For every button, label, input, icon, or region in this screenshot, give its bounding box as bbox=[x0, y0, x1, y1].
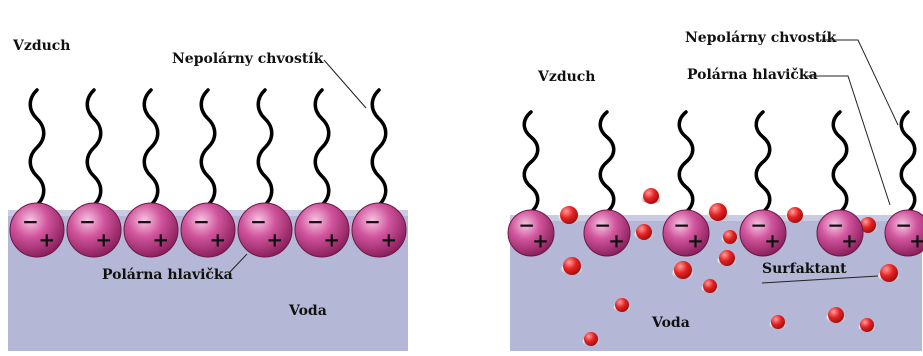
negative-charge-icon: − bbox=[22, 210, 39, 234]
positive-charge-icon: + bbox=[38, 228, 55, 252]
negative-charge-icon: − bbox=[193, 210, 210, 234]
left-surfactant-head: −+ bbox=[238, 203, 292, 257]
right-water-label: Voda bbox=[651, 315, 690, 331]
right-head-label: Polárna hlavička bbox=[687, 67, 818, 83]
positive-charge-icon: + bbox=[152, 228, 169, 252]
negative-charge-icon: − bbox=[307, 210, 324, 234]
positive-charge-icon: + bbox=[266, 228, 283, 252]
left-surfactant-head: −+ bbox=[295, 203, 349, 257]
positive-charge-icon: + bbox=[909, 228, 923, 252]
left-air-label: Vzduch bbox=[12, 38, 70, 54]
positive-charge-icon: + bbox=[532, 228, 549, 252]
positive-charge-icon: + bbox=[323, 228, 340, 252]
negative-charge-icon: − bbox=[136, 210, 153, 234]
right-surfactant-head: −+ bbox=[508, 210, 554, 256]
right-tail-label: Nepolárny chvostík bbox=[685, 30, 837, 46]
right-surfactant-label: Surfaktant bbox=[762, 261, 847, 277]
positive-charge-icon: + bbox=[95, 228, 112, 252]
left-surfactant-head: −+ bbox=[10, 203, 64, 257]
negative-charge-icon: − bbox=[79, 210, 96, 234]
positive-charge-icon: + bbox=[687, 228, 704, 252]
right-surfactant-head: −+ bbox=[584, 210, 630, 256]
right-panel: −+−+−+−+−+−+ Nepolárny chvostík Vzduch P… bbox=[508, 22, 923, 351]
right-surfactant-head: −+ bbox=[663, 210, 709, 256]
negative-charge-icon: − bbox=[364, 210, 381, 234]
left-panel: −+−+−+−+−+−+−+ Vzduch Nepolárny chvostík… bbox=[8, 8, 408, 351]
left-surfactant-head: −+ bbox=[352, 203, 406, 257]
left-surfactant-head: −+ bbox=[67, 203, 121, 257]
left-tail-label: Nepolárny chvostík bbox=[172, 51, 324, 67]
positive-charge-icon: + bbox=[209, 228, 226, 252]
left-water-label: Voda bbox=[288, 303, 327, 319]
left-surfactant-head: −+ bbox=[124, 203, 178, 257]
positive-charge-icon: + bbox=[380, 228, 397, 252]
right-air-label: Vzduch bbox=[537, 69, 595, 85]
right-surfactant-head: −+ bbox=[740, 210, 786, 256]
negative-charge-icon: − bbox=[250, 210, 267, 234]
left-head-label: Polárna hlavička bbox=[102, 267, 233, 283]
left-surfactant-head: −+ bbox=[181, 203, 235, 257]
positive-charge-icon: + bbox=[608, 228, 625, 252]
positive-charge-icon: + bbox=[764, 228, 781, 252]
right-surfactant-head: −+ bbox=[817, 210, 863, 256]
positive-charge-icon: + bbox=[841, 228, 858, 252]
